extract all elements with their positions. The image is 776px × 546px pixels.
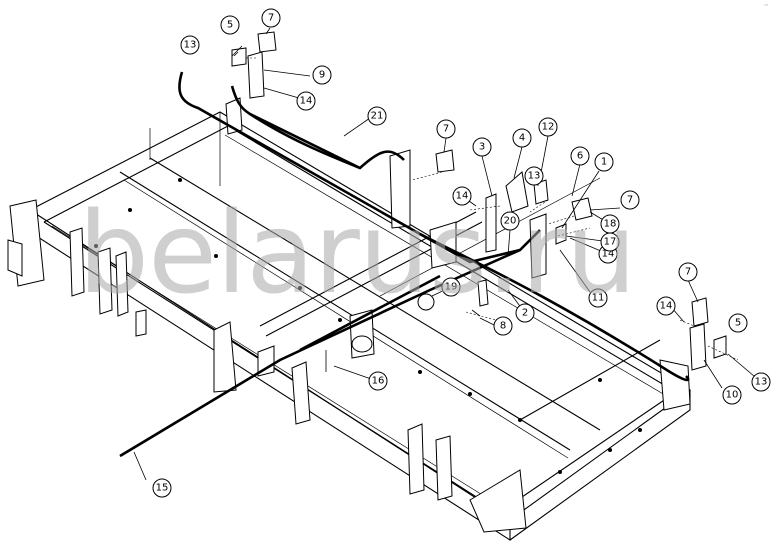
callout-circle xyxy=(620,190,640,210)
callout-circle xyxy=(656,296,676,316)
main-frame xyxy=(7,111,692,542)
callout-number: 14 xyxy=(602,249,615,260)
callout-circle xyxy=(180,35,200,55)
callout-circle xyxy=(500,211,520,231)
callout-number: 1 xyxy=(601,157,607,168)
callout-number: 7 xyxy=(627,195,633,206)
callout-circle xyxy=(261,8,281,28)
callout-17: 17 xyxy=(600,232,620,252)
callout-7: 7 xyxy=(436,119,456,139)
callout-number: 7 xyxy=(268,13,274,24)
callout-14: 14 xyxy=(452,186,472,206)
callout-circle xyxy=(722,385,742,405)
callout-15: 15 xyxy=(152,478,172,498)
callout-14: 14 xyxy=(296,91,316,111)
rear-uprights xyxy=(225,97,707,371)
callout-circle xyxy=(512,128,532,148)
callout-circle xyxy=(728,313,748,333)
callout-13: 13 xyxy=(180,35,200,55)
callout-number: 15 xyxy=(156,483,169,494)
front-brackets xyxy=(69,227,453,501)
callout-number: 5 xyxy=(735,318,741,329)
callout-7: 7 xyxy=(620,190,640,210)
callout-circle xyxy=(220,15,240,35)
assembly-lines xyxy=(246,57,739,361)
callout-number: 12 xyxy=(542,122,555,133)
callout-number: 13 xyxy=(184,40,197,51)
frame-holes xyxy=(94,178,642,474)
callout-7: 7 xyxy=(678,262,698,282)
callout-circle xyxy=(588,288,608,308)
callout-4: 4 xyxy=(512,128,532,148)
callout-number: 3 xyxy=(479,142,485,153)
callout-number: 4 xyxy=(519,133,525,144)
callout-circle xyxy=(472,137,492,157)
callout-circle xyxy=(678,262,698,282)
callout-circle xyxy=(152,478,172,498)
callout-13: 13 xyxy=(751,372,771,392)
callout-number: 21 xyxy=(371,111,384,122)
callout-circle xyxy=(751,372,771,392)
callout-3: 3 xyxy=(472,137,492,157)
callout-2: 2 xyxy=(515,303,535,323)
callout-circle xyxy=(570,146,590,166)
callout-number: 17 xyxy=(604,237,617,248)
callout-number: 16 xyxy=(372,376,385,387)
callout-number: 14 xyxy=(456,191,469,202)
callout-circle xyxy=(515,303,535,323)
callout-number: 10 xyxy=(726,390,739,401)
callout-19: 19 xyxy=(441,277,461,297)
corner-mark: ′″ xyxy=(764,4,768,11)
callout-circle xyxy=(436,119,456,139)
callout-number: 19 xyxy=(445,282,458,293)
callout-number: 11 xyxy=(592,293,605,304)
callout-1: 1 xyxy=(594,152,614,172)
callout-21: 21 xyxy=(367,106,387,126)
callout-circle xyxy=(538,117,558,137)
callout-number: 2 xyxy=(522,308,528,319)
callout-number: 7 xyxy=(685,267,691,278)
callout-number: 14 xyxy=(660,301,673,312)
callout-number: 9 xyxy=(319,70,325,81)
callout-circle xyxy=(367,106,387,126)
callout-circle xyxy=(600,214,620,234)
callout-6: 6 xyxy=(570,146,590,166)
callout-13: 13 xyxy=(524,166,544,186)
callout-number: 13 xyxy=(755,377,768,388)
callout-18: 18 xyxy=(600,214,620,234)
callout-5: 5 xyxy=(220,15,240,35)
callout-number: 8 xyxy=(500,321,506,332)
callout-16: 16 xyxy=(368,371,388,391)
callout-8: 8 xyxy=(493,316,513,336)
callout-circle xyxy=(312,65,332,85)
callout-10: 10 xyxy=(722,385,742,405)
wiring-harness xyxy=(119,71,690,458)
callout-number: 6 xyxy=(577,151,583,162)
callout-layer: 1234556777789101112131313141414141516171… xyxy=(152,8,771,498)
callout-number: 20 xyxy=(504,216,517,227)
callout-circle xyxy=(493,316,513,336)
callout-number: 5 xyxy=(227,20,233,31)
callout-number: 7 xyxy=(443,124,449,135)
callout-20: 20 xyxy=(500,211,520,231)
callout-14: 14 xyxy=(656,296,676,316)
callout-11: 11 xyxy=(588,288,608,308)
callout-number: 14 xyxy=(300,96,313,107)
callout-5: 5 xyxy=(728,313,748,333)
callout-number: 13 xyxy=(528,171,541,182)
callout-circle xyxy=(524,166,544,186)
lamp-components xyxy=(231,31,727,372)
callout-number: 18 xyxy=(604,219,617,230)
callout-circle xyxy=(594,152,614,172)
callout-circle xyxy=(368,371,388,391)
callout-circle xyxy=(452,186,472,206)
callout-circle xyxy=(296,91,316,111)
callout-12: 12 xyxy=(538,117,558,137)
callout-9: 9 xyxy=(312,65,332,85)
callout-circle xyxy=(441,277,461,297)
callout-7: 7 xyxy=(261,8,281,28)
